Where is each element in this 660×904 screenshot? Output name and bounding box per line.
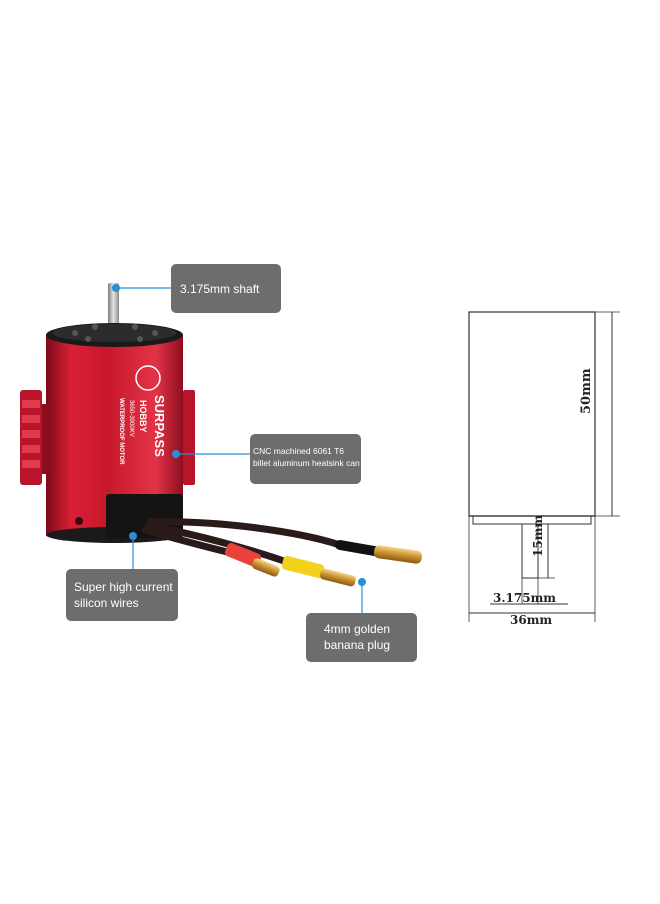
heatsink-fins [20, 390, 195, 485]
callout-heatsink: CNC machined 6061 T6 billet aluminum hea… [250, 434, 361, 484]
dimension-shaft-length-label: 15mm [531, 515, 545, 557]
banana-plugs [224, 542, 422, 587]
dimension-width-label: 36mm [510, 613, 552, 627]
motor-tagline-text: WATERPROOF MOTOR [118, 398, 124, 465]
callout-wires: Super high current silicon wires [66, 569, 178, 621]
callout-heatsink-line1: CNC machined 6061 T6 [253, 446, 345, 456]
callout-plug-line2: banana plug [324, 638, 391, 652]
callout-shaft-text: 3.175mm shaft [180, 282, 260, 296]
motor-logo: SURPASS HOBBY 3650-3900KV WATERPROOF MOT… [118, 365, 167, 465]
callout-shaft: 3.175mm shaft [171, 264, 281, 313]
dimension-shaft-diameter-label: 3.175mm [493, 591, 556, 605]
dimension-height-label: 50mm [579, 368, 594, 414]
motor-spec-text: 3650-3900KV [128, 400, 134, 437]
callout-wires-line1: Super high current [74, 580, 173, 594]
motor-brand-text: SURPASS [152, 395, 167, 457]
motor-model-text: HOBBY [138, 400, 148, 433]
callout-plug: 4mm golden banana plug [306, 613, 417, 662]
dimension-drawing [468, 311, 620, 622]
callout-leaders [112, 284, 366, 613]
callout-plug-line1: 4mm golden [324, 622, 391, 636]
callout-heatsink-line2: billet aluminum heatsink can [253, 458, 360, 468]
silicon-wires [141, 518, 385, 569]
callout-wires-line2: silicon wires [74, 596, 139, 610]
